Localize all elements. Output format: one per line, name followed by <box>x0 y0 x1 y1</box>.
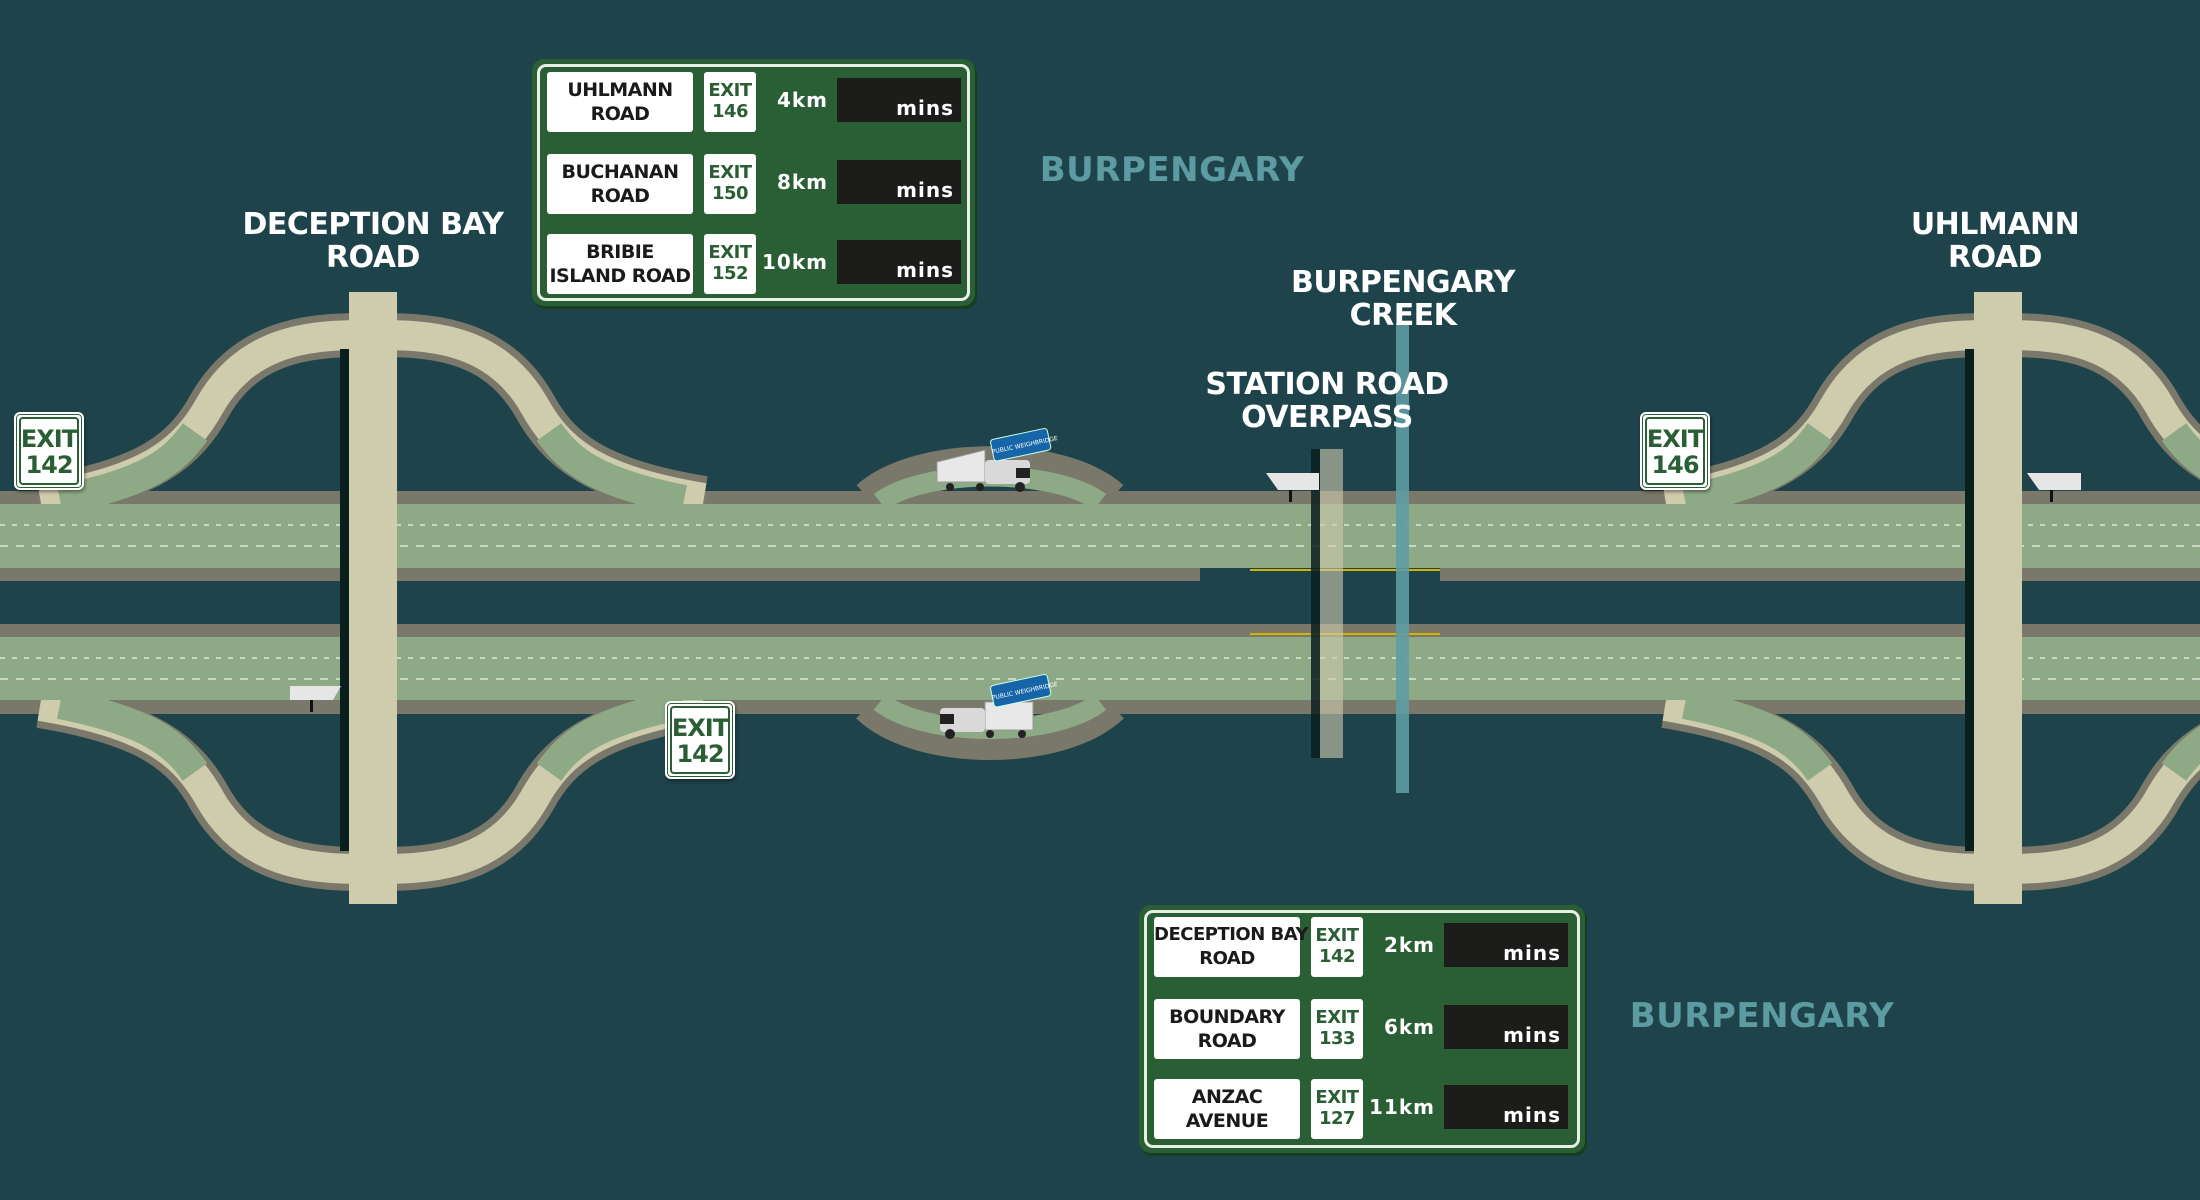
travel-time-display: mins <box>837 160 961 204</box>
overpass-shadow <box>1311 449 1320 758</box>
deception-bay-road <box>349 292 397 904</box>
camera-icon <box>2027 473 2081 502</box>
travel-time-display: mins <box>1444 1005 1568 1049</box>
northbound-lanes <box>0 504 2200 568</box>
travel-time-display: mins <box>1444 1085 1568 1129</box>
distance: 8km <box>776 170 828 194</box>
uhlmann-south-ramps <box>1665 704 2200 869</box>
camera-icon <box>290 686 341 712</box>
distance: 2km <box>1383 933 1435 957</box>
travel-time-display: mins <box>837 240 961 284</box>
truck-icon <box>940 701 1034 739</box>
travel-time-display: mins <box>1444 923 1568 967</box>
camera-icon <box>1266 473 1319 502</box>
travel-time-display: mins <box>837 78 961 122</box>
distance: 4km <box>776 88 828 112</box>
burpengary-area-label: BURPENGARY <box>1039 150 1305 190</box>
distance: 10km <box>762 250 828 274</box>
station-road-overpass <box>1320 449 1343 758</box>
truck-icon <box>936 449 1030 492</box>
uhlmann-road <box>1974 292 2022 904</box>
weighbridge-sign: PUBLIC WEIGHBRIDGE <box>990 673 1059 708</box>
distance: 11km <box>1369 1095 1435 1119</box>
uhlmann-north-ramps <box>1665 335 2200 500</box>
burpengary-area-label: BURPENGARY <box>1629 996 1895 1036</box>
deception-bay-shadow <box>340 349 349 851</box>
distance: 6km <box>1383 1015 1435 1039</box>
uhlmann-shadow <box>1965 349 1974 851</box>
weighbridge-sign: PUBLIC WEIGHBRIDGE <box>990 427 1059 462</box>
burpengary-creek <box>1396 323 1409 793</box>
